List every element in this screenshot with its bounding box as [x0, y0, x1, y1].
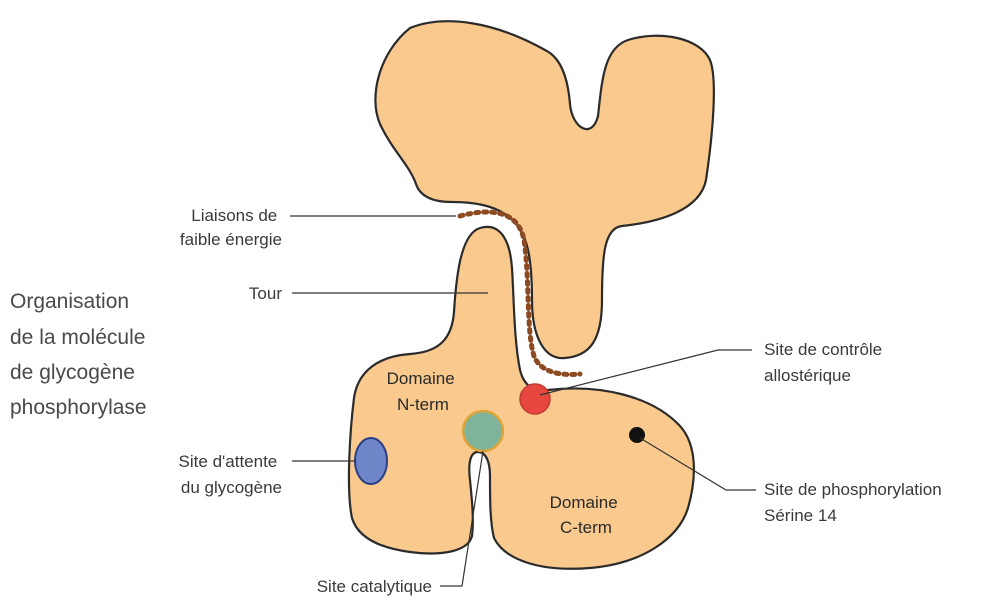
label-domaine-c-line-2: C-term — [560, 518, 612, 537]
label-liaisons-line-1: Liaisons de — [191, 206, 277, 225]
label-domaine-n-line-2: N-term — [397, 395, 449, 414]
label-site-catalytique: Site catalytique — [317, 577, 432, 596]
upper-subunit-shape — [375, 21, 713, 358]
title-line-2: de la molécule — [10, 326, 145, 349]
label-site-phospho: Site de phosphorylation Sérine 14 — [764, 480, 946, 525]
label-site-attente-line-2: du glycogène — [181, 478, 282, 497]
catalytic-site — [463, 411, 503, 451]
title-line-4: phosphorylase — [10, 396, 147, 419]
allosteric-control-site — [520, 384, 550, 414]
label-site-phospho-line-1: Site de phosphorylation — [764, 480, 942, 499]
label-site-phospho-line-2: Sérine 14 — [764, 506, 837, 525]
label-site-controle: Site de contrôle allostérique — [764, 340, 887, 385]
label-site-attente-line-1: Site d'attente — [179, 452, 278, 471]
label-tour: Tour — [249, 284, 282, 303]
glycogen-storage-site — [355, 438, 387, 484]
label-liaisons: Liaisons de faible énergie — [180, 206, 282, 249]
label-site-controle-line-1: Site de contrôle — [764, 340, 882, 359]
label-site-attente: Site d'attente du glycogène — [179, 452, 282, 497]
title-line-3: de glycogène — [10, 361, 135, 384]
diagram-title: Organisation de la molécule de glycogène… — [10, 290, 151, 419]
title-line-1: Organisation — [10, 290, 129, 313]
label-liaisons-line-2: faible énergie — [180, 230, 282, 249]
phosphorylation-site — [629, 427, 645, 443]
label-domaine-c-line-1: Domaine — [550, 493, 618, 512]
label-domaine-n-line-1: Domaine — [387, 369, 455, 388]
label-site-controle-line-2: allostérique — [764, 366, 851, 385]
